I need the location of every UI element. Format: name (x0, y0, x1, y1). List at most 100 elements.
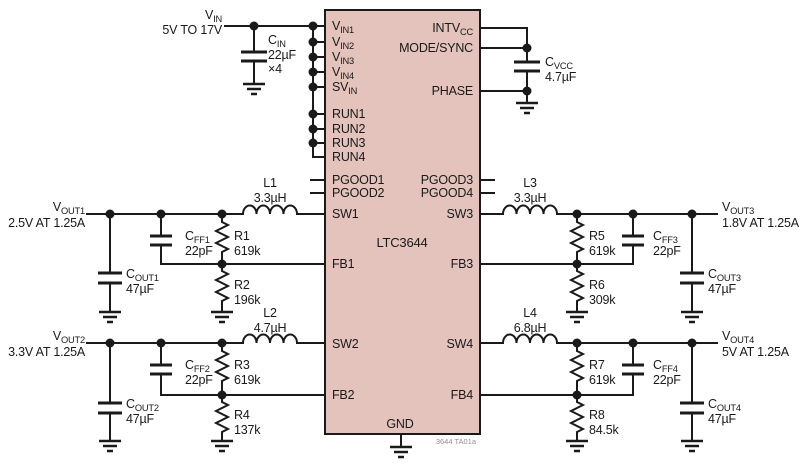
vout1-name-label: VOUT1 (53, 200, 85, 216)
cout4-ground-symbol (681, 439, 703, 453)
pin-label-sw2: SW2 (332, 337, 359, 351)
l2-name-label: L2 (263, 306, 277, 320)
cin-ground-symbol (243, 82, 265, 96)
pin-label-run1: RUN1 (332, 107, 365, 121)
cout1-ground-symbol (99, 310, 121, 324)
pin-label-sw4: SW4 (447, 337, 474, 351)
l2-value-label: 4.7µH (254, 321, 287, 335)
vout3-rating-label: 1.8V AT 1.25A (722, 216, 800, 230)
vout2-name-label: VOUT2 (53, 329, 85, 345)
r8-name-label: R8 (589, 408, 605, 422)
channel-1: VOUT1 2.5V AT 1.25A L1 3.3µH CFF1 22pF R… (8, 176, 326, 324)
cff3-name-label: CFF3 (653, 229, 678, 245)
cvcc-value-label: 4.7µF (545, 70, 577, 84)
chip-body (324, 9, 481, 435)
cout1-name-label: COUT1 (126, 267, 159, 283)
r7-name-label: R7 (589, 358, 605, 372)
inductor-l3-coil (501, 204, 559, 216)
pin-label-vin3: VIN3 (332, 50, 354, 66)
r1-value-label: 619k (234, 244, 261, 258)
pin-label-pgood2: PGOOD2 (332, 186, 385, 200)
r8-ground-symbol (566, 439, 588, 453)
junction-dot (308, 82, 318, 92)
vout4-rating-label: 5V AT 1.25A (722, 345, 790, 359)
vin-rail-label: VIN (205, 8, 222, 24)
cvcc-name-label: CVCC (545, 55, 573, 71)
cin-qty-label: ×4 (268, 62, 282, 76)
cout4-capacitor-plates (680, 401, 704, 415)
pin-label-vin2: VIN2 (332, 35, 354, 51)
vout3-name-label: VOUT3 (722, 200, 754, 216)
junction-dot (687, 338, 697, 348)
cff3-value-label: 22pF (653, 244, 681, 258)
pin-label-phase: PHASE (432, 84, 473, 98)
cout2-value-label: 47µF (126, 412, 155, 426)
r8-value-label: 84.5k (589, 423, 620, 437)
l3-name-label: L3 (523, 176, 537, 190)
r6-name-label: R6 (589, 278, 605, 292)
resistor-r8-body (568, 394, 586, 442)
resistor-r3-body (213, 342, 231, 396)
channel-2: VOUT2 3.3V AT 1.25A L2 4.7µH CFF2 22pF R… (8, 306, 326, 453)
cff2-value-label: 22pF (185, 373, 213, 387)
cff4-value-label: 22pF (653, 373, 681, 387)
cff1-capacitor-plates (150, 234, 172, 247)
cff1-value-label: 22pF (185, 244, 213, 258)
resistor-r4-body (213, 394, 231, 442)
junction-dot (522, 43, 532, 53)
cff4-name-label: CFF4 (653, 358, 678, 374)
junction-dot (308, 67, 318, 77)
pin-label-svin: SVIN (332, 80, 357, 96)
r7-value-label: 619k (589, 373, 616, 387)
junction-dot (687, 209, 697, 219)
pin-label-gnd: GND (386, 417, 413, 431)
cout3-ground-symbol (681, 310, 703, 324)
cout1-value-label: 47µF (126, 282, 155, 296)
cout3-value-label: 47µF (708, 282, 737, 296)
l4-name-label: L4 (523, 306, 537, 320)
pin-label-run2: RUN2 (332, 122, 365, 136)
pin-label-vin4: VIN4 (332, 65, 354, 81)
cout2-name-label: COUT2 (126, 397, 159, 413)
r2-value-label: 196k (234, 293, 261, 307)
vout2-rating-label: 3.3V AT 1.25A (8, 345, 86, 359)
chip-name: LTC3644 (376, 235, 427, 250)
vcc-wires (479, 27, 528, 104)
input-section: VIN 5V TO 17V CIN 22µF ×4 (162, 8, 326, 158)
pin-label-vin1: VIN1 (332, 19, 354, 35)
junction-dot (628, 209, 638, 219)
cout2-capacitor-plates (98, 401, 122, 415)
cout4-value-label: 47µF (708, 412, 737, 426)
r5-value-label: 619k (589, 244, 616, 258)
junction-dot (522, 86, 532, 96)
cff2-capacitor-plates (150, 363, 172, 376)
junction-dot (217, 338, 227, 348)
junction-dot (308, 138, 318, 148)
cvcc-ground-symbol (516, 101, 538, 115)
cin-value-label: 22µF (268, 48, 297, 62)
junction-dot (217, 209, 227, 219)
pin-label-fb3: FB3 (451, 257, 474, 271)
r4-value-label: 137k (234, 423, 261, 437)
l4-value-label: 6.8µH (514, 321, 547, 335)
pin-label-sw1: SW1 (332, 207, 359, 221)
cout4-name-label: COUT4 (708, 397, 741, 413)
junction-dot (308, 52, 318, 62)
channel-3: VOUT3 1.8V AT 1.25A L3 3.3µH CFF3 22pF R… (479, 176, 800, 324)
junction-dot (572, 390, 582, 400)
junction-dot (572, 338, 582, 348)
junction-dot (156, 338, 166, 348)
l1-name-label: L1 (263, 176, 277, 190)
junction-dot (308, 21, 318, 31)
vout4-name-label: VOUT4 (722, 329, 754, 345)
inductor-l2-coil (241, 333, 299, 345)
junction-dot (308, 124, 318, 134)
junction-dot (249, 21, 259, 31)
cout3-name-label: COUT3 (708, 267, 741, 283)
pin-label-pgood4: PGOOD4 (421, 186, 474, 200)
chip: LTC3644 GND VIN1 VIN2 VIN3 VIN4 SVIN RUN… (310, 9, 495, 435)
pin-label-run3: RUN3 (332, 136, 365, 150)
vout1-rating-label: 2.5V AT 1.25A (8, 216, 86, 230)
